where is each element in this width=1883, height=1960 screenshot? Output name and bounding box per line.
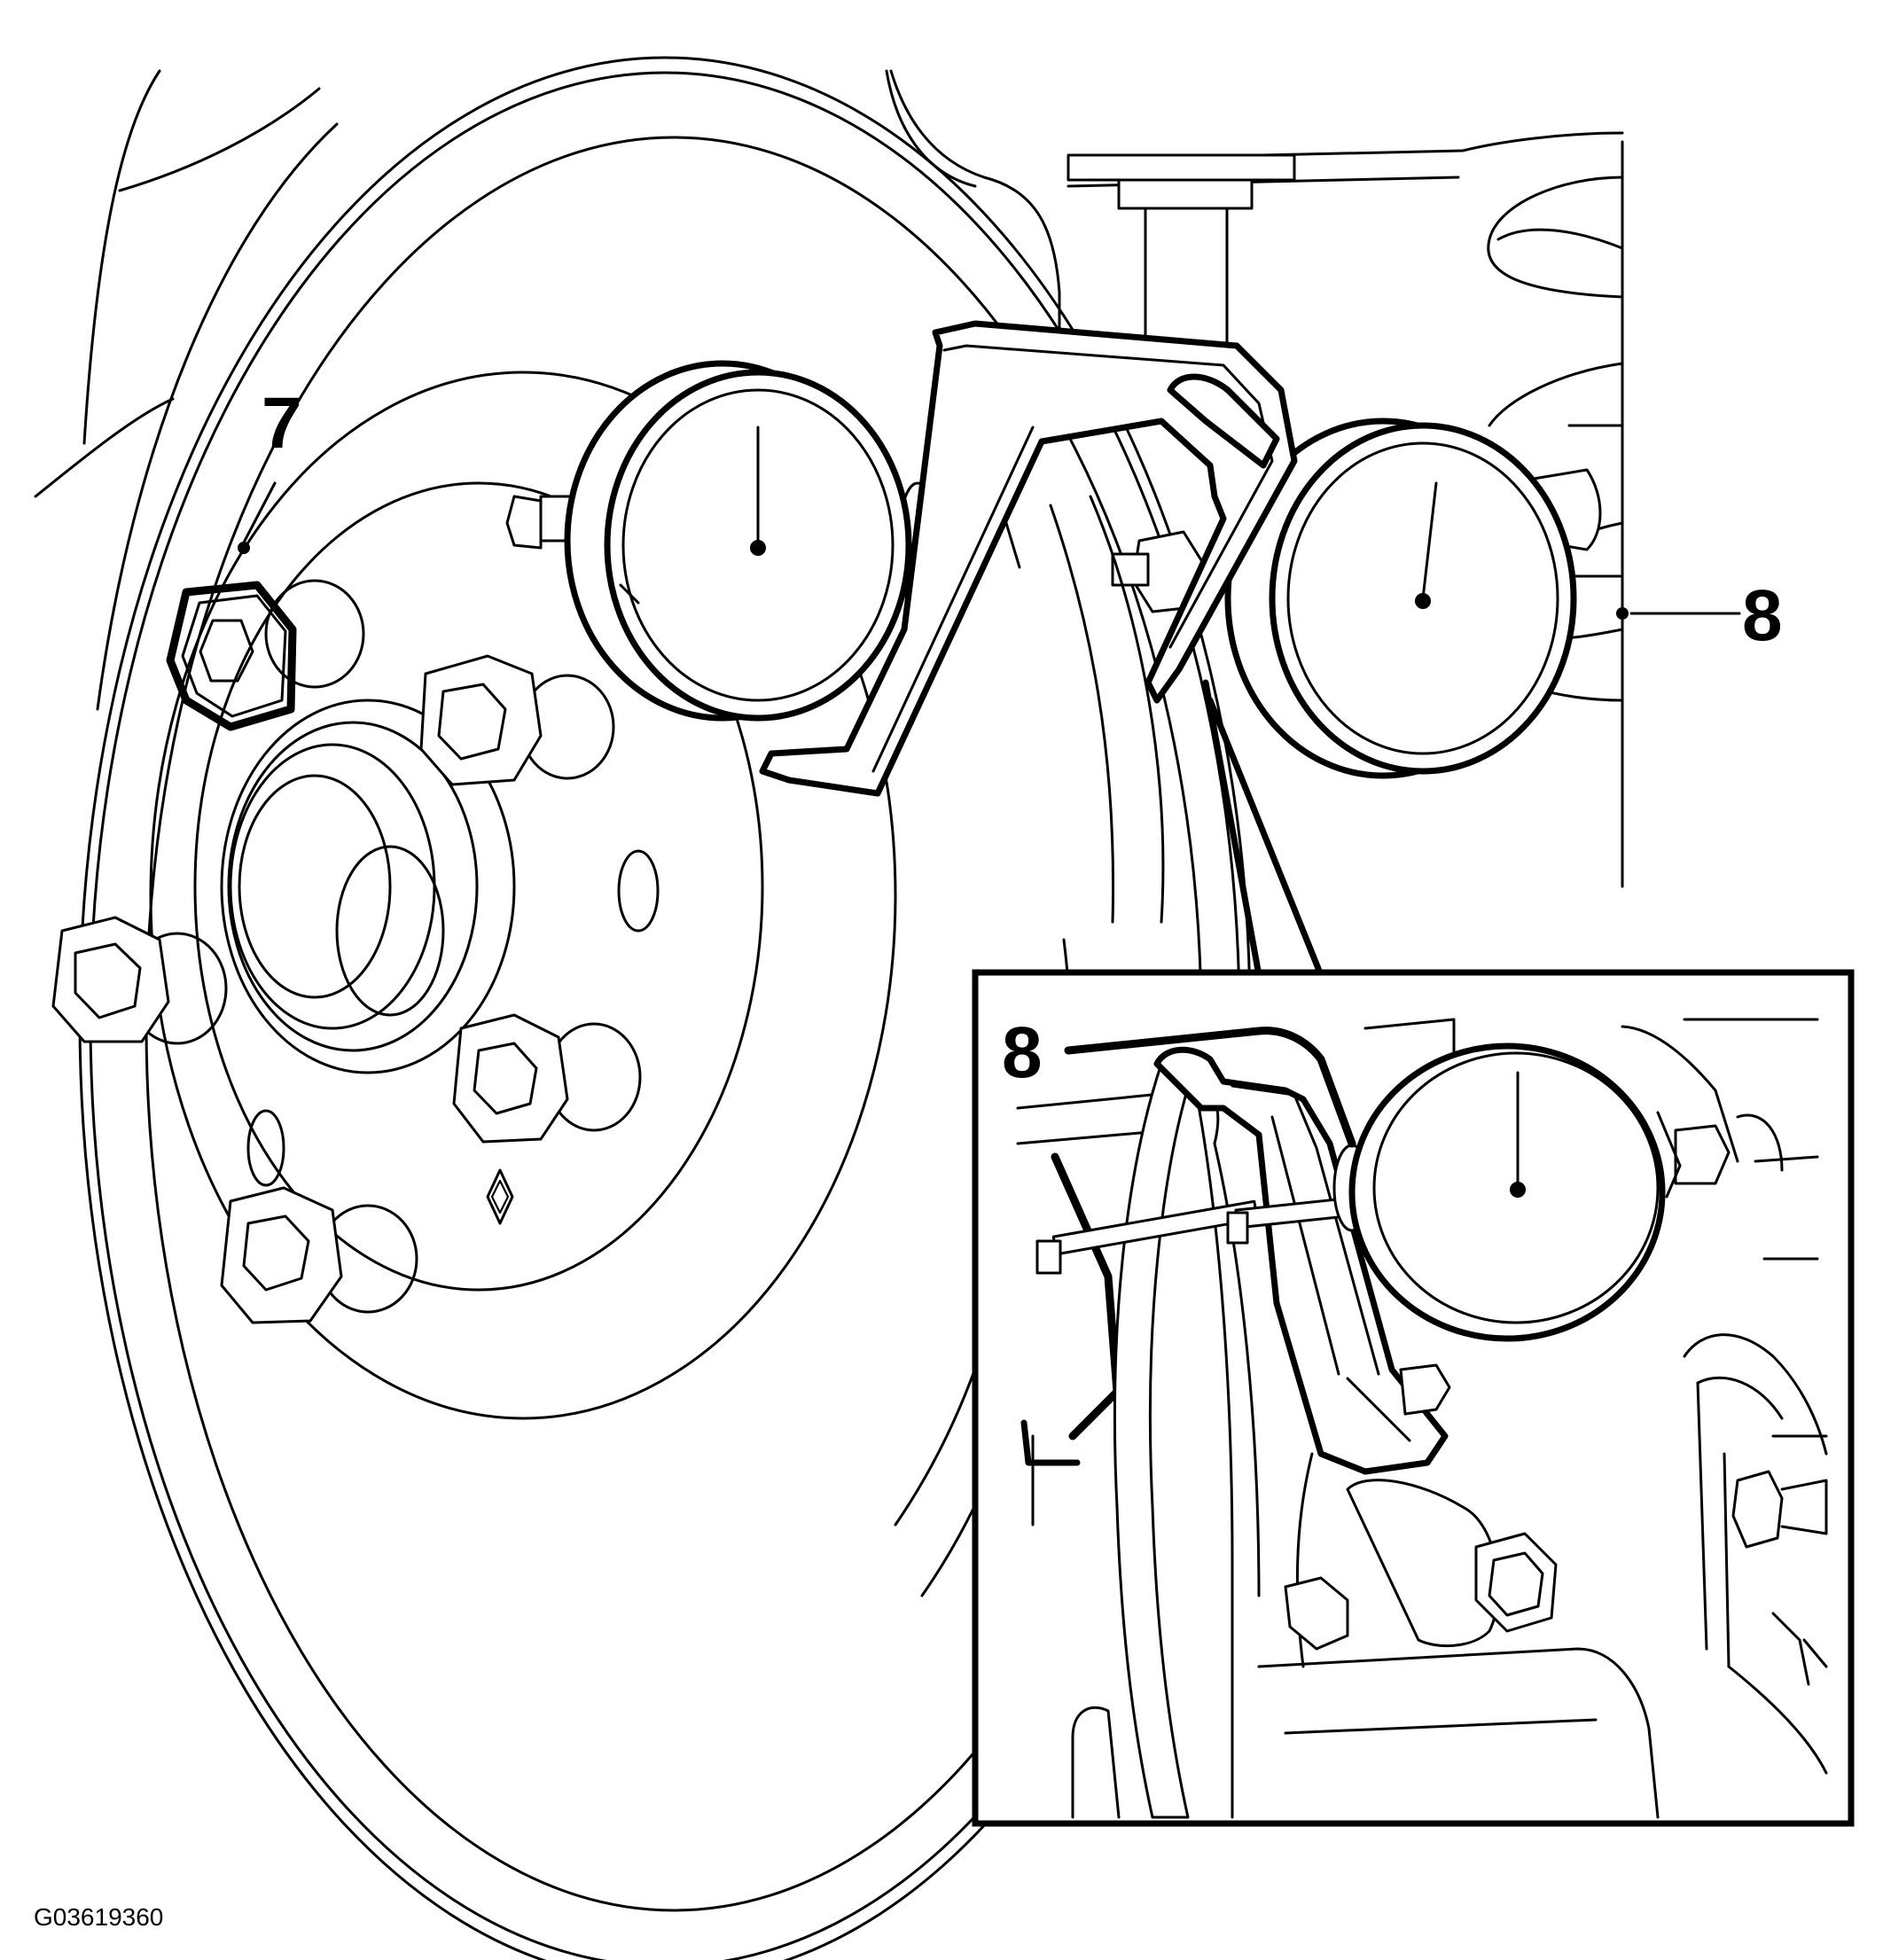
gauge-needle-pivot bbox=[1415, 593, 1431, 609]
inset-bolt-right bbox=[1474, 1532, 1558, 1633]
gauge-mounting-bracket bbox=[759, 320, 1298, 924]
hub-hole-1 bbox=[617, 849, 660, 933]
dial-indicator-right bbox=[1111, 418, 1602, 779]
dial-indicator-left bbox=[505, 360, 939, 722]
lug-bolt-5 bbox=[220, 1186, 418, 1324]
callout-8-inset-label: 8 bbox=[1002, 1012, 1043, 1093]
hub-diamond-mark bbox=[486, 1168, 514, 1225]
wheel-hub bbox=[149, 371, 897, 1420]
hub-flange-outer bbox=[149, 371, 897, 1420]
detail-inset bbox=[972, 969, 1855, 1827]
lug-bolt-3 bbox=[51, 916, 228, 1045]
callout-8-label: 8 bbox=[1742, 575, 1783, 656]
callout-7-label: 7 bbox=[262, 383, 302, 464]
lug-bolt-2 bbox=[419, 654, 615, 786]
gauge-needle-pivot bbox=[750, 540, 766, 556]
hub-flange-inner bbox=[193, 481, 764, 1292]
hub-hole-2 bbox=[246, 1109, 285, 1187]
figure-code: G03619360 bbox=[34, 1903, 163, 1931]
inset-bolt-middle bbox=[1284, 1576, 1349, 1651]
gauge-needle-pivot bbox=[1510, 1182, 1526, 1198]
lug-bolt-4 bbox=[452, 1013, 642, 1144]
inset-dial-indicator bbox=[1332, 1042, 1731, 1342]
lug-bolt-callout-7 bbox=[166, 579, 365, 731]
strut-rod bbox=[1067, 153, 1296, 345]
hub-bore-outer bbox=[220, 699, 516, 1074]
